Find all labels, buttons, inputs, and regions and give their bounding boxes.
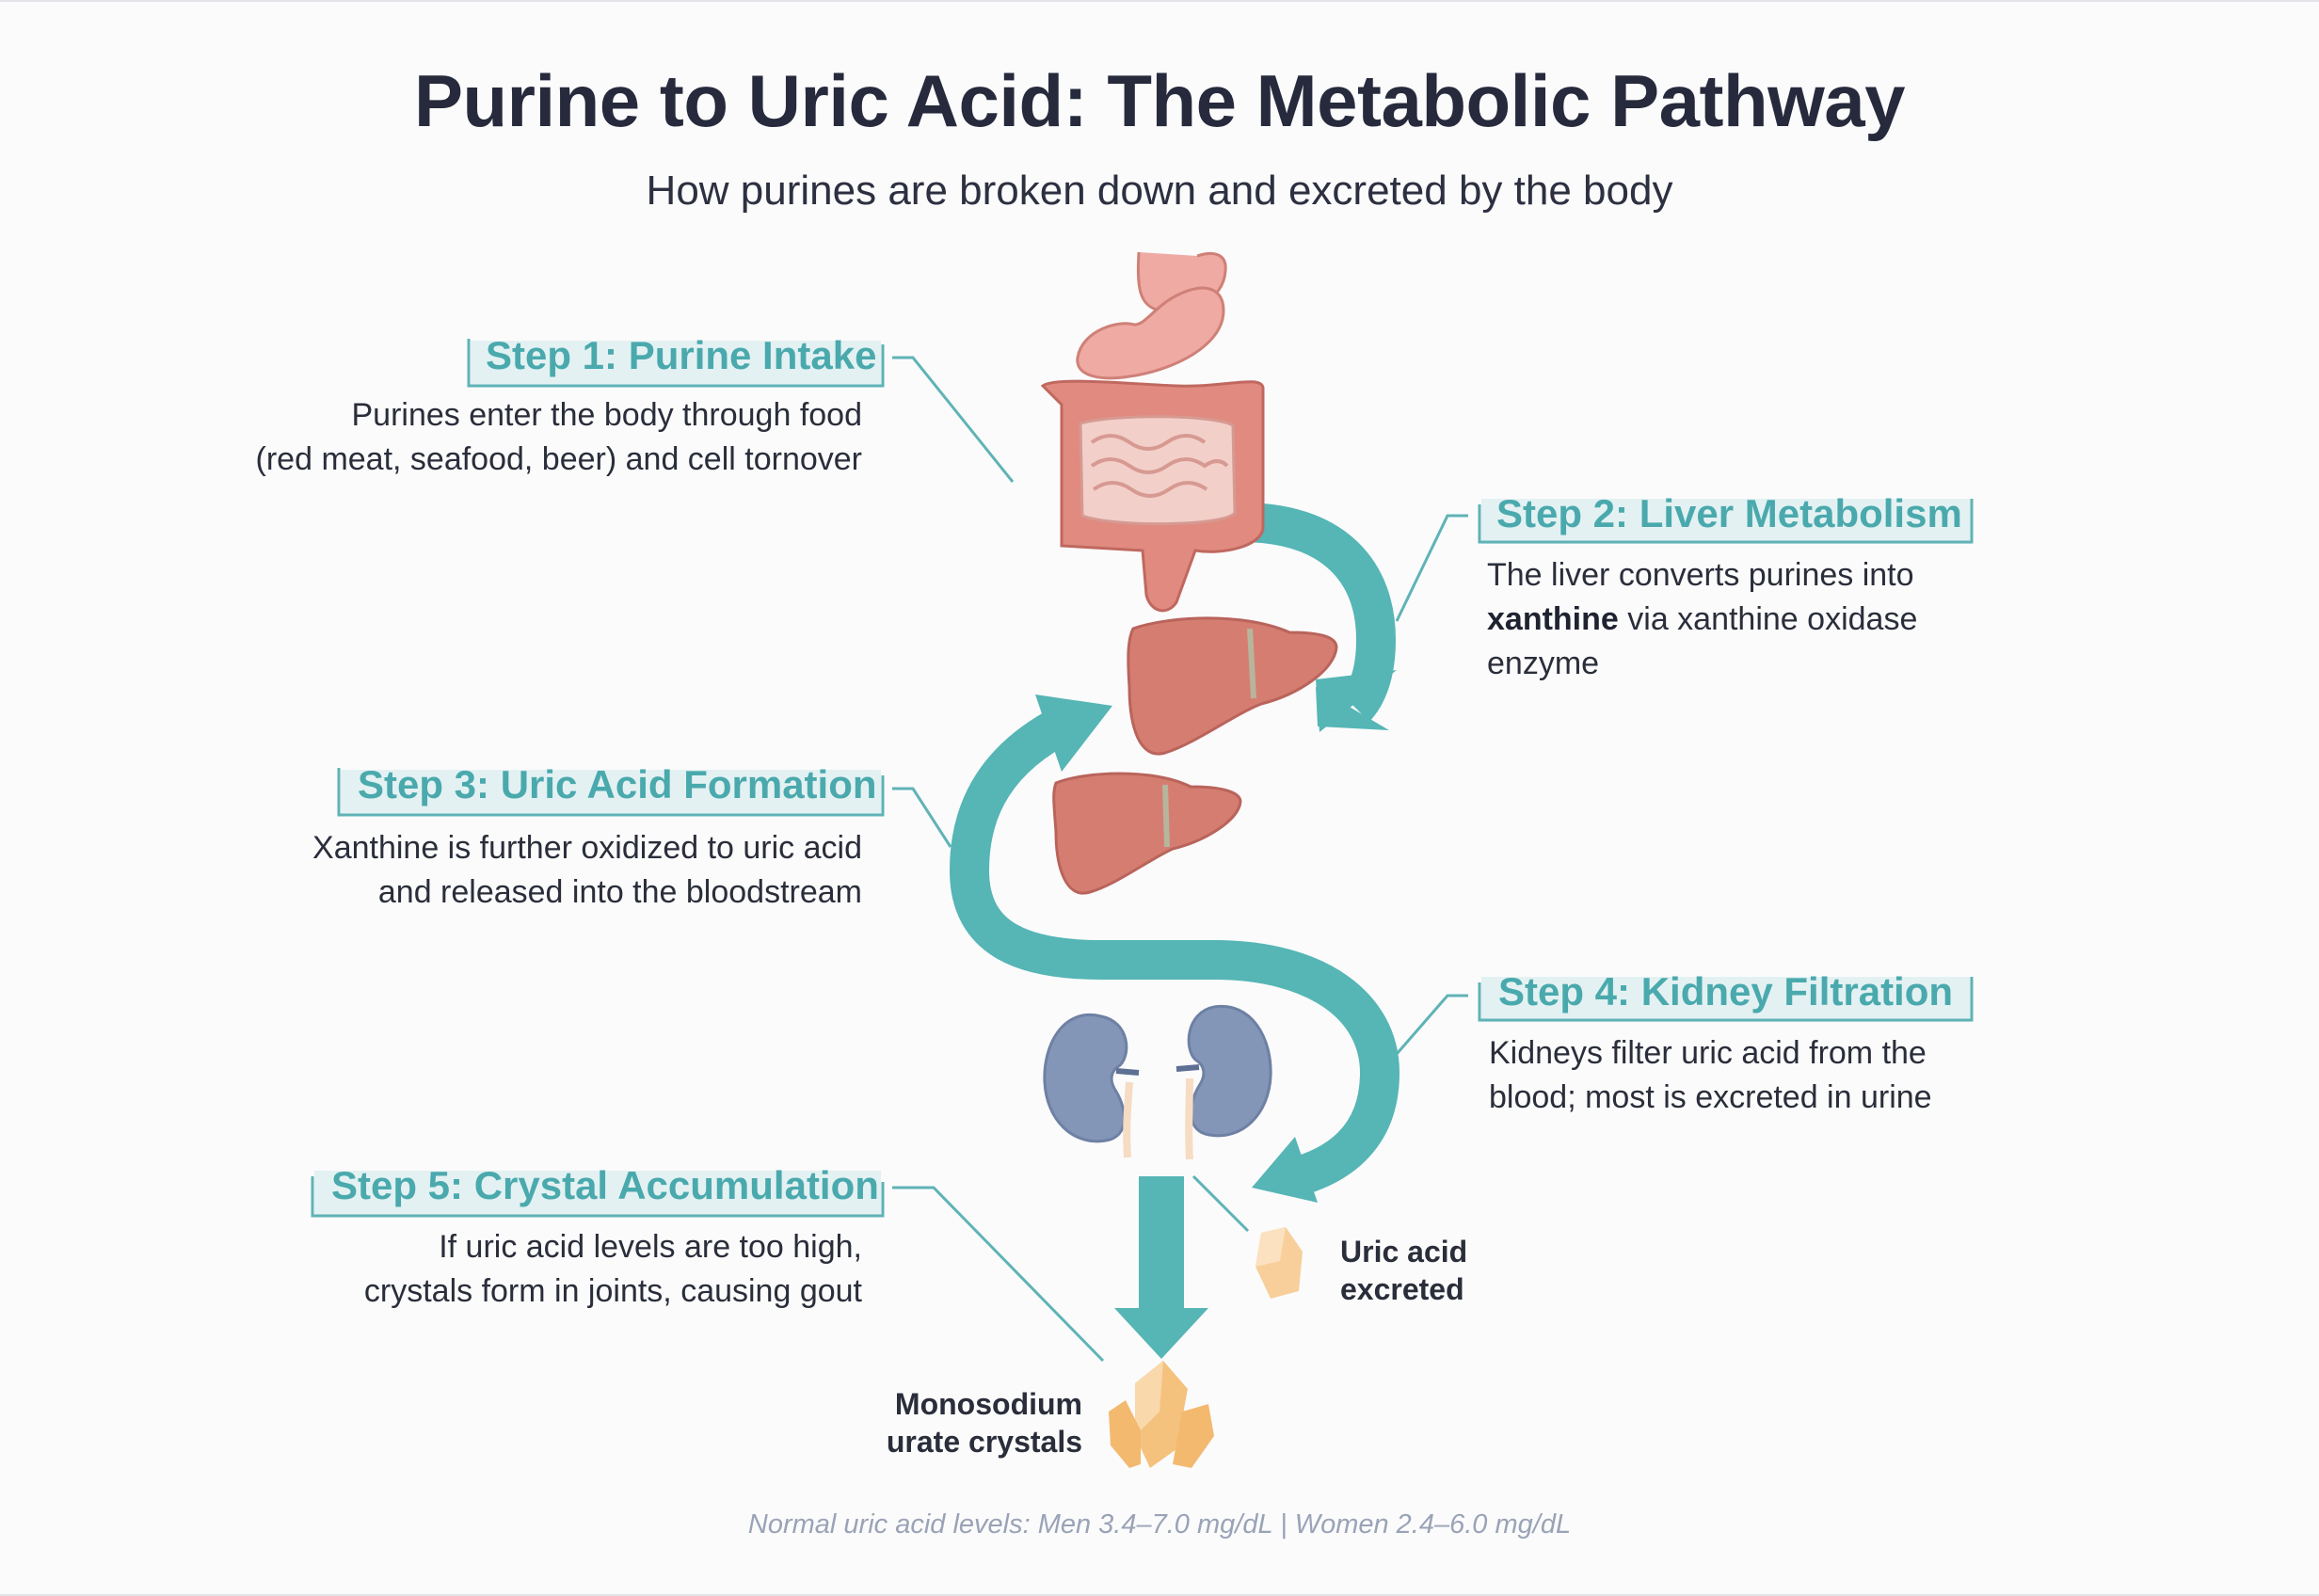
step-1-line-2: (red meat, seafood, beer) and cell torno… [255,441,862,477]
flow-arrow-icon [949,503,1400,1359]
step-4-line-2: blood; most is excreted in urine [1489,1079,1932,1115]
kidney-icon [1043,1013,1140,1158]
step-4-title: Step 4: Kidney Filtration [1498,969,1954,1013]
crystal-icon [1109,1361,1214,1468]
step-4-line-1: Kidneys filter uric acid from the [1489,1035,1927,1071]
crystals-line-2: urate crystals [886,1425,1082,1459]
connector-lines [892,356,1468,1363]
excreted-line-2: excreted [1340,1272,1464,1306]
page-subtitle: How purines are broken down and excreted… [646,168,1673,214]
step-2-line-2: xanthine via xanthine oxidase [1487,598,1917,642]
reference-levels-footnote: Normal uric acid levels: Men 3.4–7.0 mg/… [747,1509,1572,1540]
step-title-brackets [311,339,1974,1218]
step-1-title: Step 1: Purine Intake [486,333,877,377]
step-3-line-2: and released into the bloodstream [377,874,862,910]
step-1-line-1: Purines enter the body through food [351,397,863,433]
step-5-line-1: If uric acid levels are too high, [439,1229,862,1265]
step-5-title: Step 5: Crystal Accumulation [331,1163,879,1207]
crystal-icon [1255,1227,1303,1299]
excreted-line-1: Uric acid [1340,1235,1468,1269]
kidney-icon [1175,1004,1272,1160]
step-2-keyword: xanthine [1487,601,1619,637]
step-2-line-1: The liver converts purines into [1487,557,1914,593]
step-1-description: Purines enter the body through food (red… [256,393,862,482]
step-2-description: The liver converts purines into xanthine… [1487,553,1917,686]
step-4-description: Kidneys filter uric acid from the blood;… [1489,1031,1932,1120]
step-5-description: If uric acid levels are too high, crysta… [364,1225,862,1314]
step-2-line-2-rest: via xanthine oxidase [1618,601,1918,637]
step-2-line-3: enzyme [1487,646,1600,681]
step-3-description: Xanthine is further oxidized to uric aci… [312,826,862,915]
digestive-system-icon [1040,251,1265,613]
liver-icon [1052,772,1242,895]
step-5-line-2: crystals form in joints, causing gout [363,1273,862,1309]
uric-acid-excreted-label: Uric acid excreted [1340,1233,1467,1308]
liver-icon [1127,616,1338,756]
step-2-title: Step 2: Liver Metabolism [1496,491,1962,535]
page-title: Purine to Uric Acid: The Metabolic Pathw… [413,59,1906,142]
crystals-line-1: Monosodium [894,1387,1082,1421]
step-3-title: Step 3: Uric Acid Formation [358,762,877,806]
urate-crystals-label: Monosodium urate crystals [887,1385,1082,1460]
step-3-line-1: Xanthine is further oxidized to uric aci… [312,830,862,866]
